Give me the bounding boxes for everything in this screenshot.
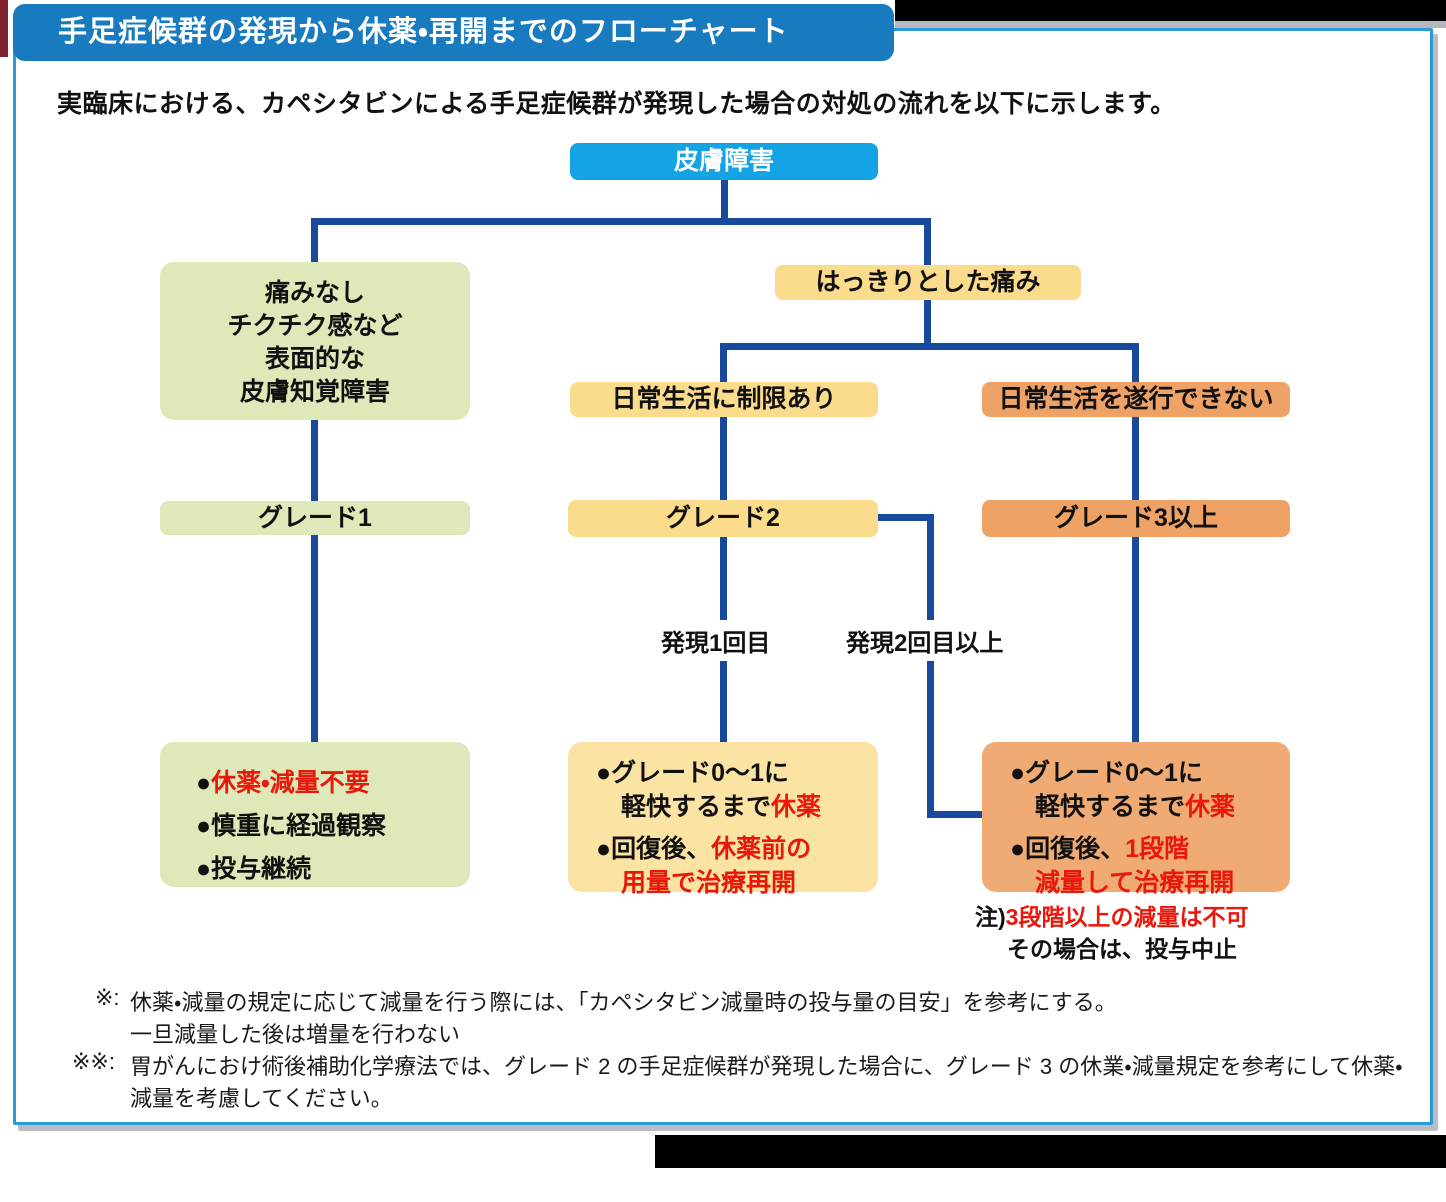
- footnote1-line1: 休薬・減量の規定に応じて減量を行う際には、「カペシタビン減量時の投与量の目安」を…: [130, 990, 1117, 1015]
- symptom-line: 表面的な: [264, 345, 365, 373]
- node-skin-disorder: 皮膚障害: [570, 143, 878, 180]
- outcome-red-text: 休薬・減量不要: [211, 769, 370, 797]
- node-no-pain-symptoms: 痛みなし チクチク感など 表面的な 皮膚知覚障害: [160, 262, 470, 420]
- label-repeat-occurrence: 発現2回目以上: [838, 620, 1012, 661]
- node-daily-life-impossible: 日常生活を遂行できない: [982, 382, 1290, 417]
- outcome-line: ●投与継続: [196, 855, 312, 883]
- node-grade2-outcome: ●グレード0〜1に 軽快するまで休薬 ●回復後、休薬前の 用量で治療再開: [568, 742, 878, 897]
- connector-top-horizontal: [311, 218, 931, 225]
- connector-repeat-down: [927, 514, 934, 818]
- note-prefix: 注): [975, 904, 1006, 930]
- node-grade2: グレード2: [568, 500, 878, 537]
- outcome-red-text: 休薬: [1185, 793, 1236, 821]
- connector-root-down: [721, 180, 728, 222]
- outcome-line: ●慎重に経過観察: [196, 812, 387, 840]
- label-first-occurrence: 発現1回目: [653, 620, 779, 661]
- top-black-bar: [895, 0, 1446, 21]
- symptom-line: 痛みなし: [264, 279, 365, 307]
- footnote1-marker: ※:: [95, 985, 120, 1010]
- outcome-line: ●回復後、休薬前の: [596, 832, 878, 866]
- connector-grade3-to-outcome: [1132, 537, 1139, 744]
- footnote2-marker: ※※:: [72, 1049, 115, 1074]
- bottom-black-bar: [655, 1135, 1446, 1168]
- outcome-black-text: ●回復後、: [596, 835, 712, 863]
- outcome-line: 軽快するまで休薬: [621, 790, 878, 824]
- dose-reduction-note-line2: その場合は、投与中止: [1007, 936, 1237, 962]
- outcome-black-text: 軽快するまで: [1035, 793, 1186, 821]
- connector-limited-in: [720, 343, 727, 384]
- node-clear-pain: はっきりとした痛み: [775, 265, 1081, 300]
- page-title: 手足症候群の発現から休薬・再開までのフローチャート: [13, 4, 894, 61]
- connector-grade1-to-outcome: [311, 535, 318, 744]
- node-grade1: グレード1: [160, 501, 470, 535]
- footnote1-line2: 一旦減量した後は増量を行わない: [130, 1022, 461, 1047]
- outcome-black-text: 軽快するまで: [621, 793, 772, 821]
- connector-limited-to-grade2: [720, 417, 727, 502]
- outcome-line: ●休薬・減量不要: [196, 762, 470, 805]
- outcome-red-text: 休薬前の: [711, 835, 812, 863]
- symptom-line: 皮膚知覚障害: [239, 378, 390, 406]
- node-grade1-outcome: ●休薬・減量不要 ●慎重に経過観察 ●投与継続: [160, 742, 470, 887]
- note-red-text: 3段階以上の減量は不可: [1005, 904, 1249, 930]
- connector-grade2-right-stub: [878, 514, 934, 521]
- outcome-line: ●グレード0〜1に: [596, 759, 789, 787]
- left-red-strip: [0, 0, 8, 57]
- outcome-line: 用量で治療再開: [621, 869, 797, 897]
- outcome-line: ●回復後、1段階: [1010, 832, 1290, 866]
- outcome-red-text: 1段階: [1125, 835, 1190, 863]
- node-daily-life-limited: 日常生活に制限あり: [570, 382, 878, 417]
- intro-text: 実臨床における、カペシタビンによる手足症候群が発現した場合の対処の流れを以下に示…: [57, 90, 1176, 118]
- connector-pain-down: [924, 300, 931, 347]
- connector-left-branch-down: [311, 218, 318, 264]
- node-grade3plus: グレード3以上: [982, 500, 1290, 537]
- dose-reduction-note: 注)3段階以上の減量は不可: [975, 898, 1248, 932]
- connector-severe-in: [1132, 343, 1139, 384]
- connector-into-orange-outcome: [927, 811, 984, 818]
- outcome-line: 減量して治療再開: [1035, 869, 1235, 897]
- connector-mid-horizontal: [720, 343, 1139, 350]
- outcome-black-text: ●回復後、: [1010, 835, 1126, 863]
- footnote2-line2: 減量を考慮してください。: [130, 1086, 393, 1111]
- outcome-line: ●グレード0〜1に: [1010, 759, 1203, 787]
- connector-symptom-to-grade1: [311, 420, 318, 503]
- footnote2-line1: 胃がんにおけ術後補助化学療法では、グレード 2 の手足症候群が発現した場合に、グ…: [130, 1054, 1403, 1079]
- outcome-red-text: 休薬: [771, 793, 822, 821]
- connector-right-branch-down: [924, 218, 931, 267]
- bullet: ●: [196, 769, 212, 797]
- outcome-line: 軽快するまで休薬: [1035, 790, 1290, 824]
- connector-severe-to-grade3: [1132, 417, 1139, 502]
- symptom-line: チクチク感など: [227, 312, 403, 340]
- node-grade3-outcome: ●グレード0〜1に 軽快するまで休薬 ●回復後、1段階 減量して治療再開: [982, 742, 1290, 897]
